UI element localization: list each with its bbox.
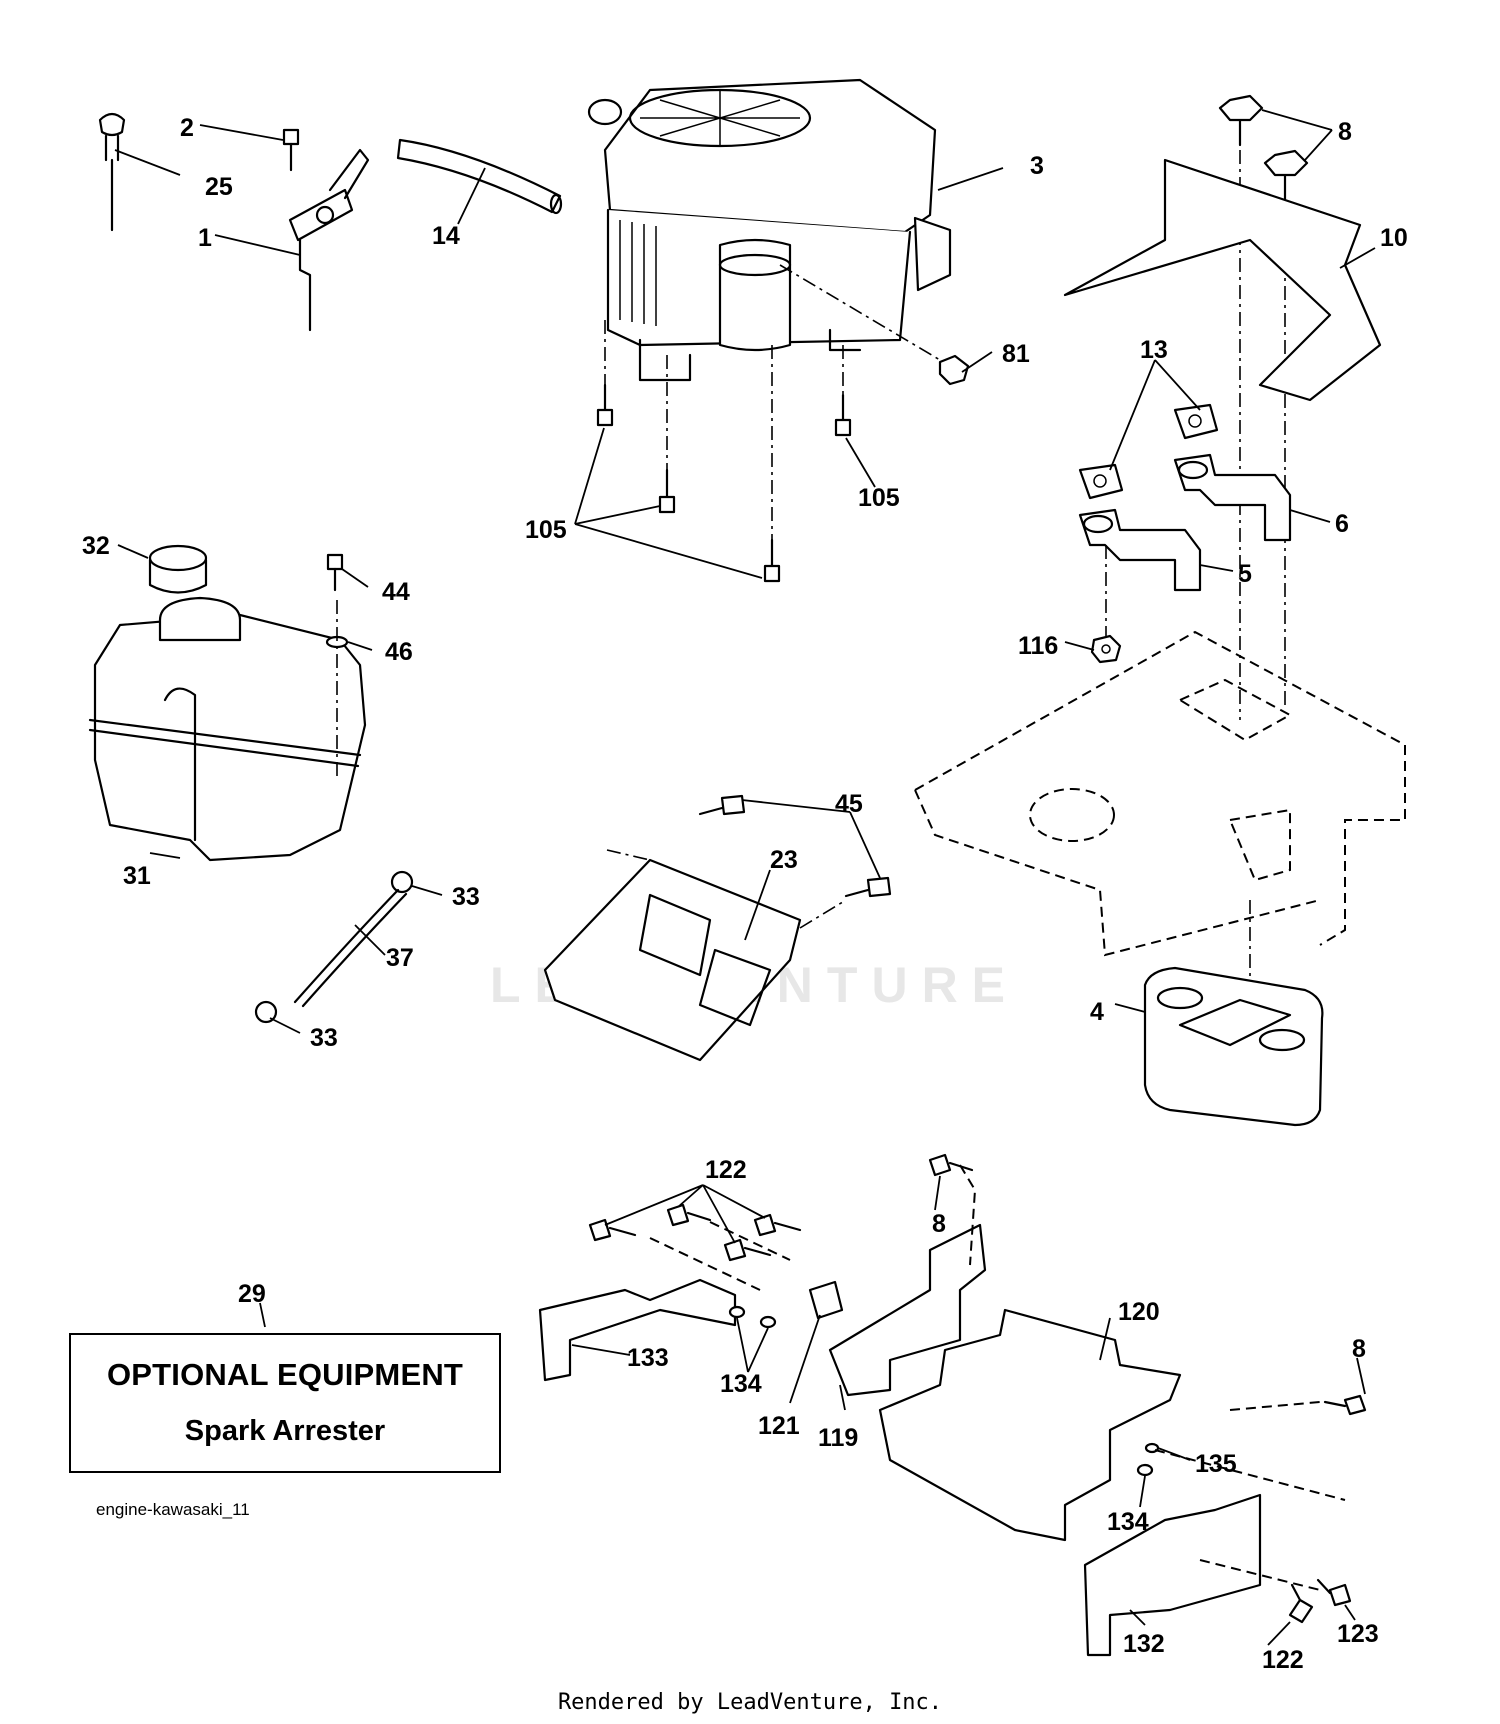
- callout-81: 81: [1002, 340, 1030, 368]
- part-123-bolt[interactable]: [1316, 1578, 1352, 1607]
- callout-4: 4: [1090, 998, 1104, 1026]
- callout-33-top: 33: [452, 883, 480, 911]
- part-3-engine[interactable]: [587, 78, 952, 382]
- part-32-fuel-cap[interactable]: [148, 544, 208, 594]
- part-8-bolt-lower-a[interactable]: [928, 1153, 974, 1177]
- callout-23: 23: [770, 846, 798, 874]
- part-31-fuel-tank[interactable]: [88, 596, 367, 862]
- part-2-screw[interactable]: [282, 128, 300, 172]
- callout-33-bottom: 33: [310, 1024, 338, 1052]
- part-6-exhaust-pipe[interactable]: [1173, 453, 1292, 542]
- part-122-bolts[interactable]: [588, 1203, 1314, 1624]
- callout-105-left: 105: [525, 516, 567, 544]
- part-5-exhaust-pipe[interactable]: [1078, 508, 1202, 592]
- part-134-washers[interactable]: [728, 1305, 1154, 1477]
- callout-133: 133: [627, 1344, 669, 1372]
- part-116-nut[interactable]: [1090, 634, 1122, 664]
- callout-132: 132: [1123, 1630, 1165, 1658]
- callout-120: 120: [1118, 1298, 1160, 1326]
- optional-equipment-title: OPTIONAL EQUIPMENT: [106, 1357, 464, 1392]
- callout-123: 123: [1337, 1620, 1379, 1648]
- callout-46: 46: [385, 638, 413, 666]
- callout-45: 45: [835, 790, 863, 818]
- callout-8-right: 8: [1352, 1335, 1366, 1363]
- optional-equipment-subtitle: Spark Arrester: [184, 1415, 386, 1447]
- callout-44: 44: [382, 578, 410, 606]
- part-133-bracket[interactable]: [538, 1278, 737, 1382]
- callout-2: 2: [180, 114, 194, 142]
- callout-6: 6: [1335, 510, 1349, 538]
- callout-1: 1: [198, 224, 212, 252]
- callout-25: 25: [205, 173, 233, 201]
- callout-31: 31: [123, 862, 151, 890]
- part-105-bolts[interactable]: [596, 383, 852, 583]
- callout-14: 14: [432, 222, 460, 250]
- part-14-hose[interactable]: [396, 138, 563, 215]
- part-37-fuel-hose[interactable]: [293, 888, 408, 1008]
- part-1-bracket[interactable]: [288, 148, 370, 332]
- part-25-dipstick[interactable]: [98, 112, 126, 232]
- part-44-screw[interactable]: [326, 553, 344, 592]
- part-23-plate[interactable]: [543, 858, 802, 1062]
- optional-equipment-box: OPTIONAL EQUIPMENT Spark Arrester: [69, 1333, 501, 1473]
- part-119-bracket[interactable]: [828, 1223, 987, 1397]
- leader-lines: [114, 109, 1376, 1646]
- callout-10: 10: [1380, 224, 1408, 252]
- part-33-clamp-bottom[interactable]: [254, 1000, 278, 1024]
- part-13-gaskets[interactable]: [1078, 403, 1219, 500]
- part-8-bolt-lower-b[interactable]: [1323, 1394, 1367, 1416]
- part-121-clip[interactable]: [808, 1280, 844, 1320]
- callout-13: 13: [1140, 336, 1168, 364]
- part-45-screws[interactable]: [698, 794, 892, 898]
- part-8-bolts[interactable]: [1218, 94, 1309, 202]
- part-10-heat-shield[interactable]: [1063, 158, 1382, 402]
- callout-121: 121: [758, 1412, 800, 1440]
- callout-122-bottom: 122: [1262, 1646, 1304, 1674]
- footer-credit: Rendered by LeadVenture, Inc.: [557, 1690, 943, 1715]
- part-4-muffler[interactable]: [1143, 966, 1324, 1127]
- part-81-nut[interactable]: [938, 354, 970, 386]
- callout-122-top: 122: [705, 1156, 747, 1184]
- callout-3: 3: [1030, 152, 1044, 180]
- callout-135: 135: [1195, 1450, 1237, 1478]
- callout-119: 119: [818, 1424, 858, 1452]
- callout-5: 5: [1238, 560, 1252, 588]
- callout-134-left: 134: [720, 1370, 762, 1398]
- callout-134-right: 134: [1107, 1508, 1149, 1536]
- callout-105-right: 105: [858, 484, 900, 512]
- diagram-id: engine-kawasaki_11: [96, 1500, 250, 1519]
- frame-outline: [914, 630, 1406, 957]
- callout-37: 37: [386, 944, 414, 972]
- part-33-clamp-top[interactable]: [390, 870, 414, 894]
- callout-32: 32: [82, 532, 110, 560]
- callout-116: 116: [1018, 632, 1058, 660]
- part-120-heat-shield[interactable]: [878, 1308, 1182, 1542]
- callout-8-middle: 8: [932, 1210, 946, 1238]
- callout-29: 29: [238, 1280, 266, 1308]
- callout-8-top: 8: [1338, 118, 1352, 146]
- part-132-bracket[interactable]: [1083, 1493, 1262, 1657]
